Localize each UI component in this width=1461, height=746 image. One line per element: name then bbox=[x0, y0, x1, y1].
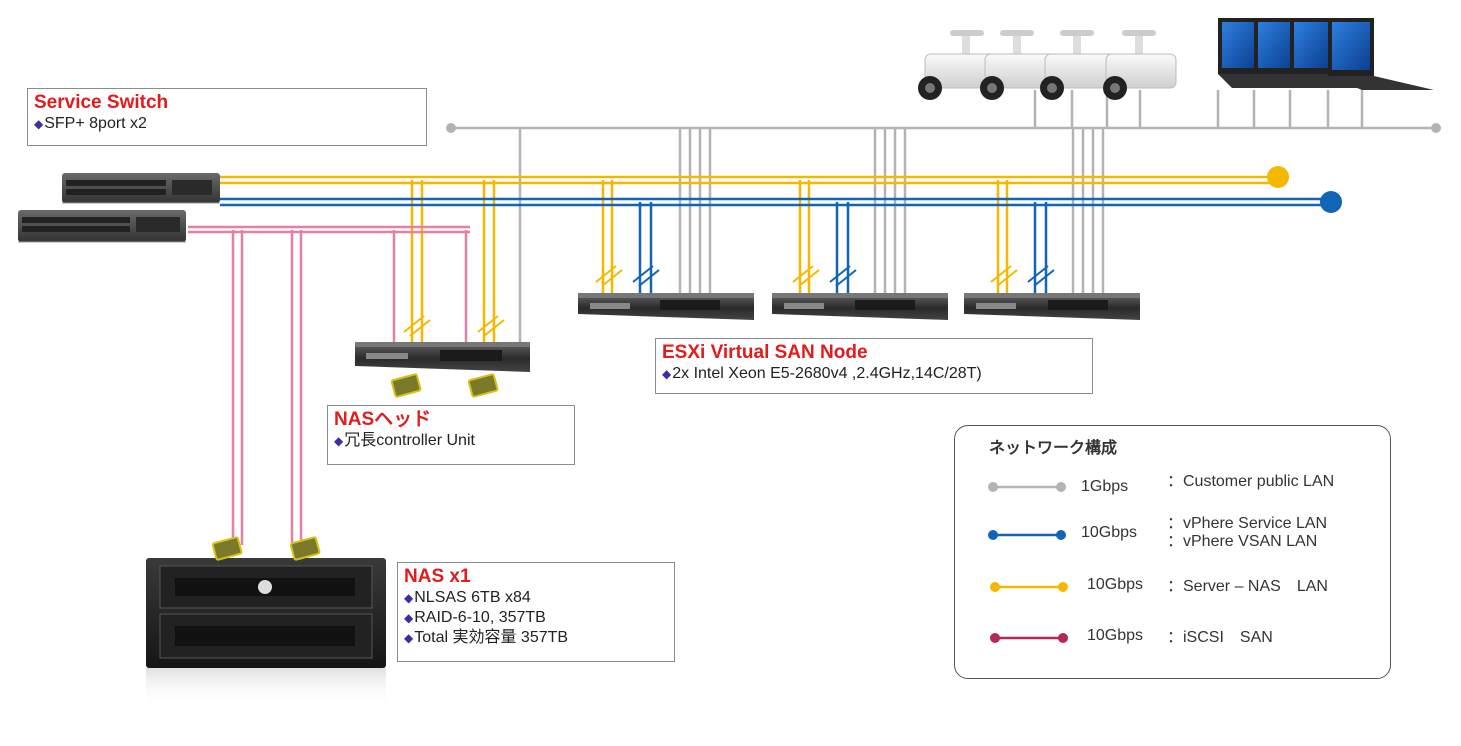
service-switch-spec: ◆SFP+ 8port x2 bbox=[34, 114, 420, 134]
service-switch-title: Service Switch bbox=[34, 92, 169, 113]
bullet-icon: ◆ bbox=[404, 611, 414, 625]
nas-head-spec-text: 冗長controller Unit bbox=[344, 432, 475, 449]
nas-spec-3: ◆Total 実効容量 357TB bbox=[404, 628, 668, 648]
nas-lan-endpoint bbox=[1267, 166, 1289, 188]
legend-row-nas: 10Gbps ：Server – NAS LAN bbox=[955, 571, 1390, 611]
legend-row-iscsi: 10Gbps ：iSCSI SAN bbox=[955, 622, 1390, 662]
controller-chip-icon bbox=[390, 373, 499, 398]
nas-spec-text: NLSAS 6TB x84 bbox=[414, 589, 531, 606]
legend-title: ネットワーク構成 bbox=[989, 440, 1118, 457]
esxi-server-2 bbox=[772, 293, 948, 320]
laptop-icon bbox=[1218, 18, 1434, 90]
public-lan-bus bbox=[451, 90, 1436, 345]
esxi-label: ESXi Virtual SAN Node ◆2x Intel Xeon E5-… bbox=[655, 338, 1093, 394]
nas-chassis bbox=[146, 536, 386, 708]
bullet-icon: ◆ bbox=[662, 367, 672, 381]
vsan-lan-bus bbox=[220, 197, 1331, 296]
nas-head-title: NASヘッド bbox=[334, 409, 432, 430]
legend-line-gray bbox=[988, 482, 1066, 492]
legend-desc: ：vPhere VSAN LAN bbox=[1167, 533, 1318, 550]
public-lan-endpoint-right bbox=[1431, 123, 1441, 133]
bullet-icon: ◆ bbox=[404, 591, 414, 605]
nas-label: NAS x1 ◆NLSAS 6TB x84 ◆RAID-6-10, 357TB … bbox=[397, 562, 675, 662]
iscsi-san-bus bbox=[188, 225, 470, 545]
vsan-lan-endpoint bbox=[1320, 191, 1342, 213]
esxi-spec: ◆2x Intel Xeon E5-2680v4 ,2.4GHz,14C/28T… bbox=[662, 364, 1086, 384]
bullet-icon: ◆ bbox=[404, 631, 414, 645]
nas-spec-1: ◆NLSAS 6TB x84 bbox=[404, 588, 668, 608]
esxi-server-1 bbox=[578, 293, 754, 320]
nas-head-spec: ◆冗長controller Unit bbox=[334, 431, 568, 451]
esxi-server-3 bbox=[964, 293, 1140, 320]
nas-head-server bbox=[355, 342, 530, 372]
legend-desc: ：Server – NAS LAN bbox=[1167, 578, 1328, 595]
legend-row-vsan: 10Gbps ：vPhere Service LAN ：vPhere VSAN … bbox=[955, 515, 1390, 556]
service-switch-label: Service Switch ◆SFP+ 8port x2 bbox=[27, 88, 427, 146]
bullet-icon: ◆ bbox=[334, 434, 344, 448]
esxi-title: ESXi Virtual SAN Node bbox=[662, 342, 868, 363]
legend-line-crimson bbox=[990, 633, 1068, 643]
esxi-spec-text: 2x Intel Xeon E5-2680v4 ,2.4GHz,14C/28T) bbox=[672, 365, 982, 382]
legend-desc: ：iSCSI SAN bbox=[1167, 629, 1273, 646]
legend-row-public: 1Gbps ：Customer public LAN bbox=[955, 468, 1390, 508]
legend-speed: 10Gbps bbox=[1081, 524, 1138, 541]
legend-desc: ：vPhere Service LAN bbox=[1167, 515, 1328, 532]
nas-head-label: NASヘッド ◆冗長controller Unit bbox=[327, 405, 575, 465]
security-camera-icon bbox=[918, 30, 1177, 100]
legend-desc: ：Customer public LAN bbox=[1167, 473, 1335, 490]
link-aggregation-marks bbox=[403, 265, 1055, 337]
public-lan-endpoint-left bbox=[446, 123, 456, 133]
legend-line-yellow bbox=[990, 582, 1068, 592]
legend-line-blue bbox=[988, 530, 1066, 540]
legend-speed: 10Gbps bbox=[1087, 576, 1144, 593]
legend-speed: 10Gbps bbox=[1087, 627, 1144, 644]
nas-spec-text: RAID-6-10, 357TB bbox=[414, 609, 546, 626]
legend-speed: 1Gbps bbox=[1081, 478, 1129, 495]
service-switch-spec-text: SFP+ 8port x2 bbox=[44, 115, 147, 132]
service-switch-1 bbox=[62, 173, 220, 204]
nas-spec-text: Total 実効容量 357TB bbox=[414, 629, 569, 646]
network-legend: ネットワーク構成 1Gbps ：Customer public LAN 10Gb… bbox=[954, 425, 1391, 679]
nas-spec-2: ◆RAID-6-10, 357TB bbox=[404, 608, 668, 628]
service-switch-2 bbox=[18, 210, 186, 243]
nas-title: NAS x1 bbox=[404, 566, 471, 587]
bullet-icon: ◆ bbox=[34, 117, 44, 131]
